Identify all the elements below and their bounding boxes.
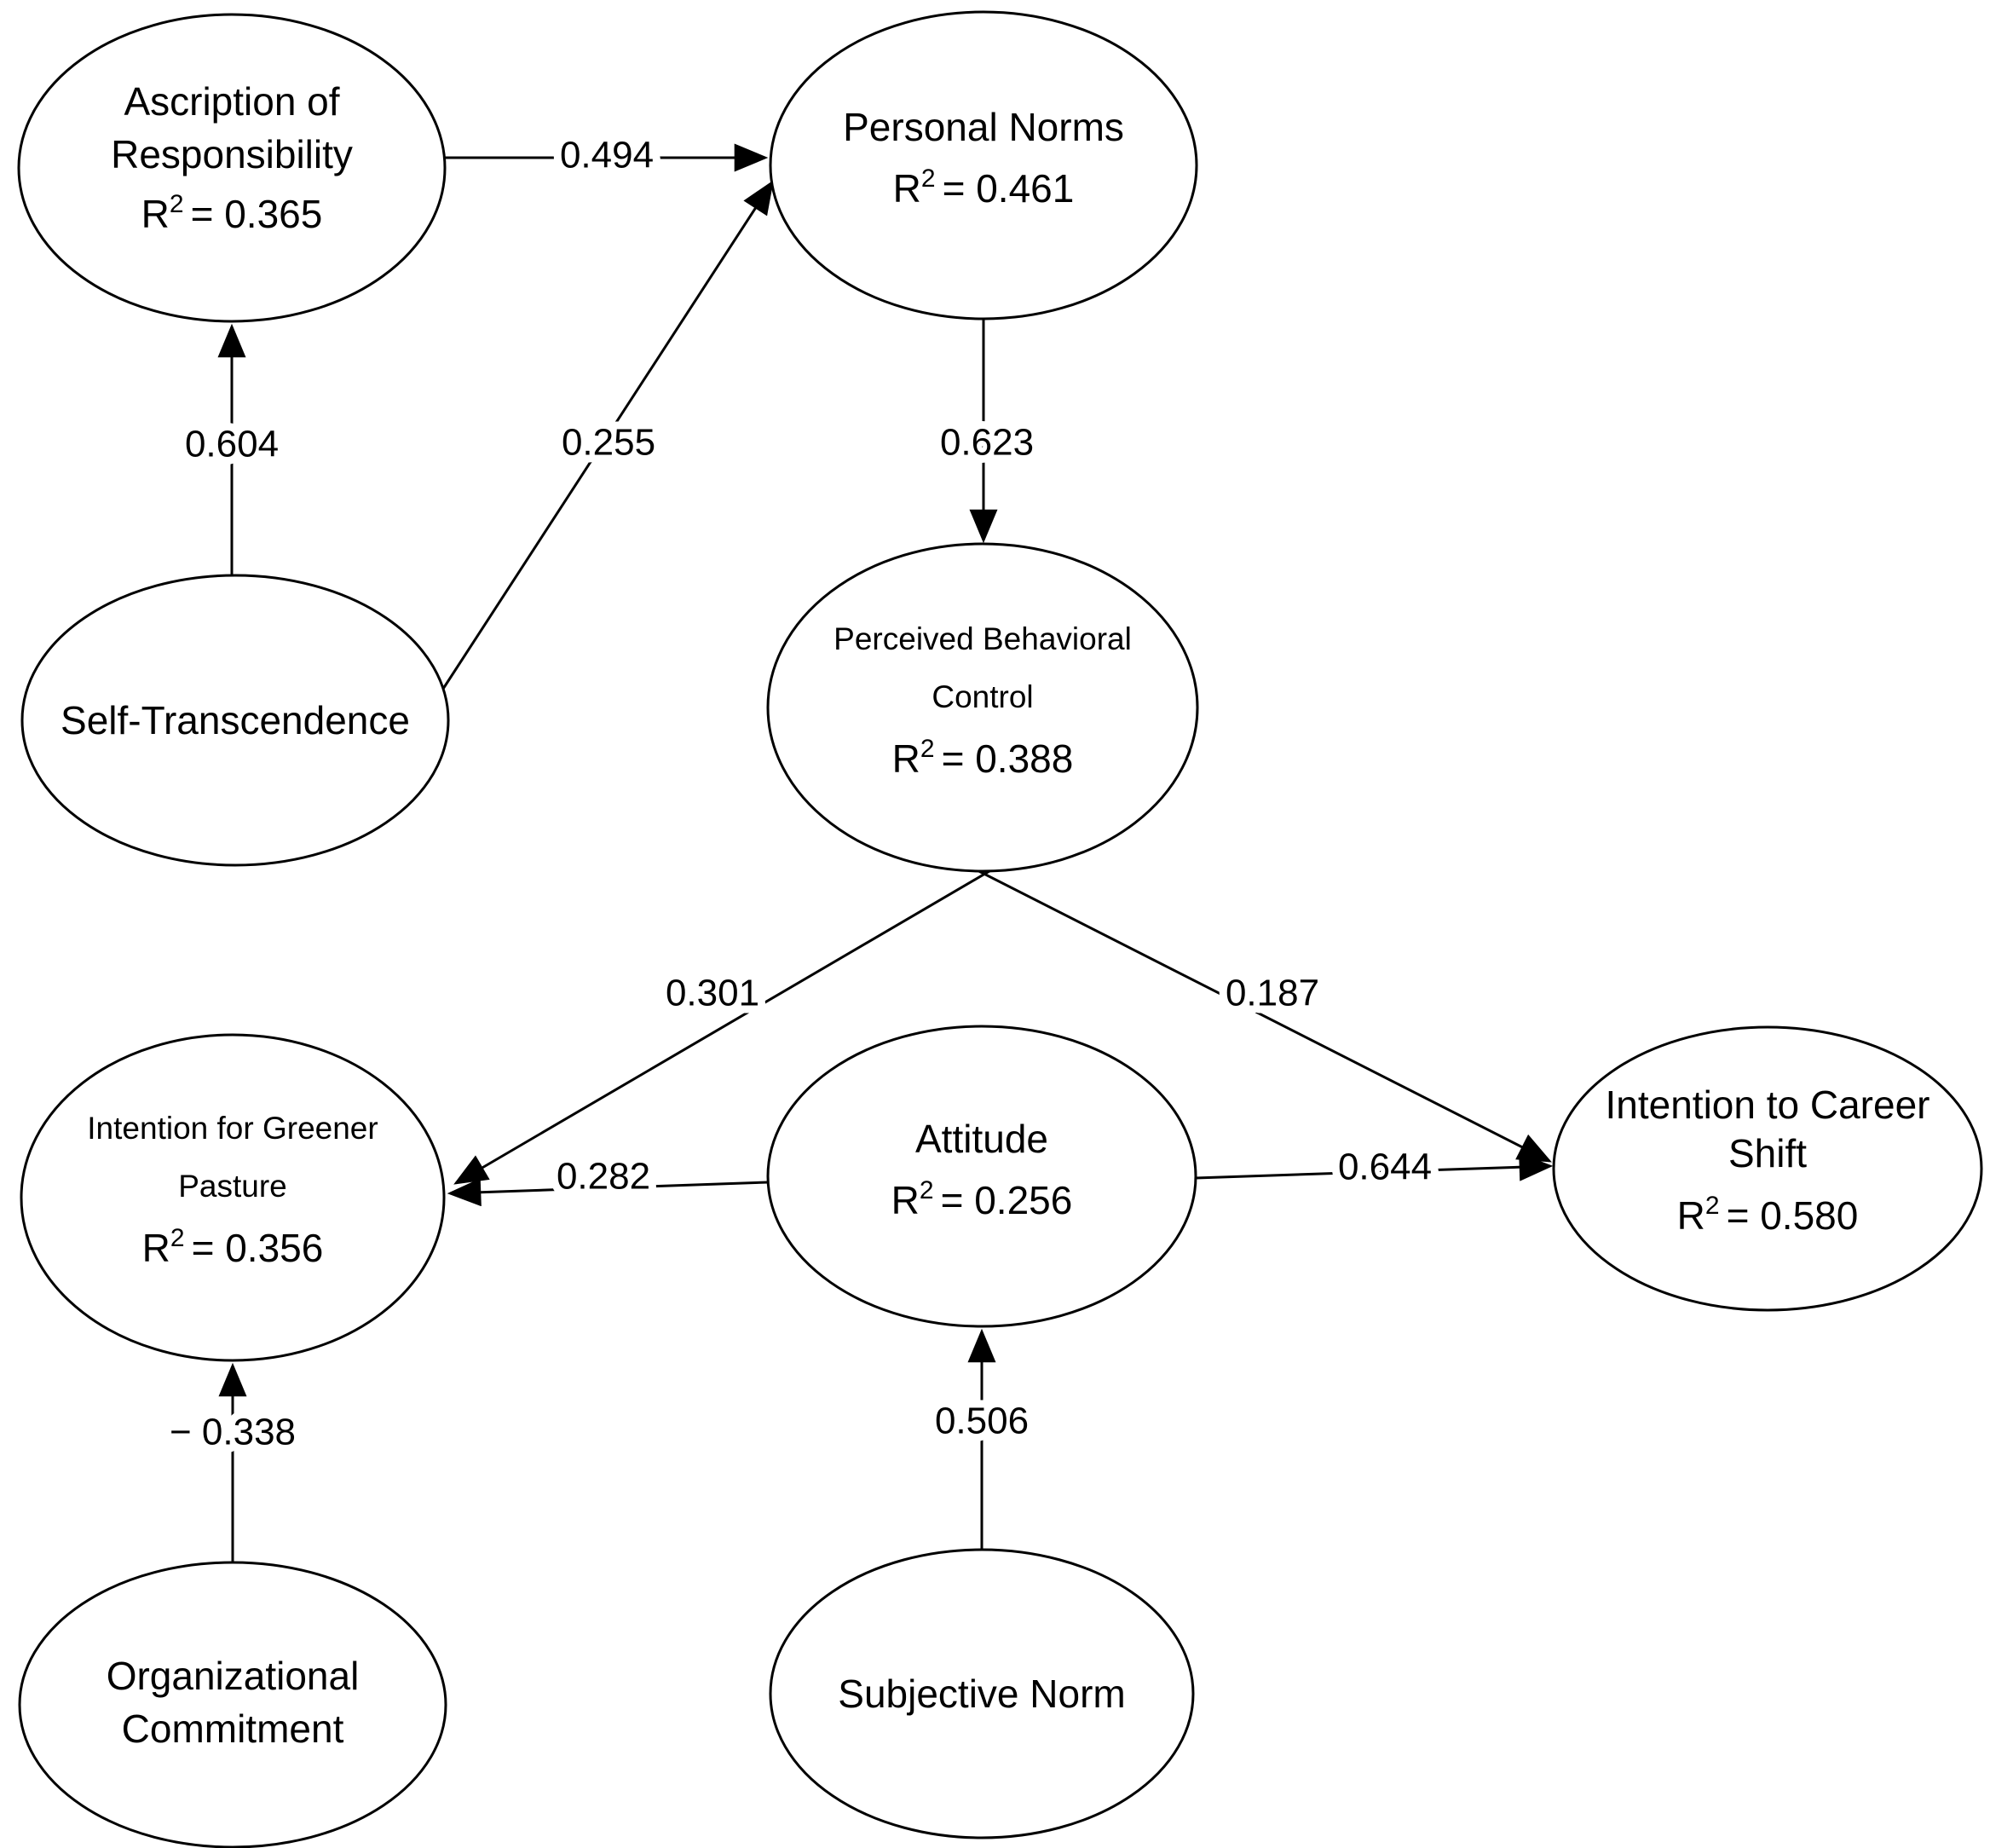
- node-label-line: Perceived Behavioral: [833, 621, 1132, 656]
- node-subjective-norm: Subjective Norm: [769, 1548, 1195, 1839]
- edge-label-0494: 0.494: [560, 135, 654, 176]
- edge-label-0604: 0.604: [185, 424, 279, 465]
- node-intention-to-career-shift: Intention to Career Shift R2= 0.580: [1552, 1025, 1983, 1312]
- edge-label-minus0338: − 0.338: [170, 1412, 296, 1453]
- node-ellipse-intention-to-career-shift: [1552, 1025, 1983, 1312]
- node-ellipse-intention-for-greener-pasture: [20, 1033, 446, 1362]
- edge-line-attitude-careershift: [1195, 1152, 1554, 1181]
- node-ascription-of-responsibility: Ascription of Responsibility R2= 0.365: [17, 13, 447, 323]
- edge-line-attitude-greenerpasture: [447, 1178, 769, 1207]
- node-r2-label: R2= 0.365: [141, 190, 323, 236]
- edge-label-0506: 0.506: [935, 1400, 1029, 1442]
- edge-label-0187: 0.187: [1226, 973, 1319, 1014]
- node-ellipse-perceived-behavioral-control: [766, 542, 1199, 873]
- node-label-line: Intention to Career: [1605, 1083, 1929, 1127]
- edge-line-pbc-careershift: [949, 855, 1552, 1163]
- node-label-line: Intention for Greener: [87, 1111, 378, 1146]
- node-r2-label: R2= 0.356: [142, 1224, 324, 1270]
- node-r2-label: R2= 0.256: [891, 1176, 1073, 1222]
- node-ellipse-self-transcendence: [20, 574, 450, 867]
- node-label-line: Ascription of: [124, 79, 339, 124]
- node-label-line: Personal Norms: [843, 105, 1124, 149]
- node-label-line: Self-Transcendence: [61, 698, 410, 742]
- edge-line-selftranscendence-personalnorms: [441, 180, 774, 690]
- node-ellipse-personal-norms: [769, 10, 1198, 321]
- node-personal-norms: Personal Norms R2= 0.461: [769, 10, 1198, 321]
- node-perceived-behavioral-control: Perceived Behavioral Control R2= 0.388: [766, 542, 1199, 873]
- edge-line-pbc-greenerpasture: [453, 855, 1015, 1185]
- edge-label-0623: 0.623: [940, 422, 1034, 464]
- node-self-transcendence: Self-Transcendence: [20, 574, 450, 867]
- node-ellipse-subjective-norm: [769, 1548, 1195, 1839]
- node-intention-for-greener-pasture: Intention for Greener Pasture R2= 0.356: [20, 1033, 446, 1362]
- edge-label-0282: 0.282: [557, 1156, 650, 1198]
- edge-label-0255: 0.255: [562, 422, 655, 464]
- node-label-line: Attitude: [915, 1117, 1048, 1161]
- node-r2-label: R2= 0.388: [892, 735, 1074, 781]
- node-label-line: Subjective Norm: [838, 1672, 1125, 1716]
- node-organizational-commitment: Organizational Commitment: [18, 1561, 447, 1848]
- node-label-line: Pasture: [178, 1169, 287, 1204]
- node-ellipse-attitude: [766, 1025, 1197, 1328]
- edge-label-0301: 0.301: [666, 973, 759, 1014]
- node-ellipse-organizational-commitment: [18, 1561, 447, 1848]
- edge-label-0644: 0.644: [1338, 1146, 1432, 1188]
- node-ellipse-ascription-of-responsibility: [17, 13, 447, 323]
- node-label-line: Responsibility: [111, 132, 353, 176]
- node-attitude: Attitude R2= 0.256: [766, 1025, 1197, 1328]
- node-label-line: Commitment: [122, 1707, 344, 1751]
- node-r2-label: R2= 0.580: [1677, 1192, 1859, 1238]
- node-label-line: Shift: [1728, 1131, 1807, 1175]
- node-r2-label: R2= 0.461: [893, 165, 1075, 211]
- node-label-line: Control: [932, 679, 1033, 714]
- node-label-line: Organizational: [107, 1654, 360, 1698]
